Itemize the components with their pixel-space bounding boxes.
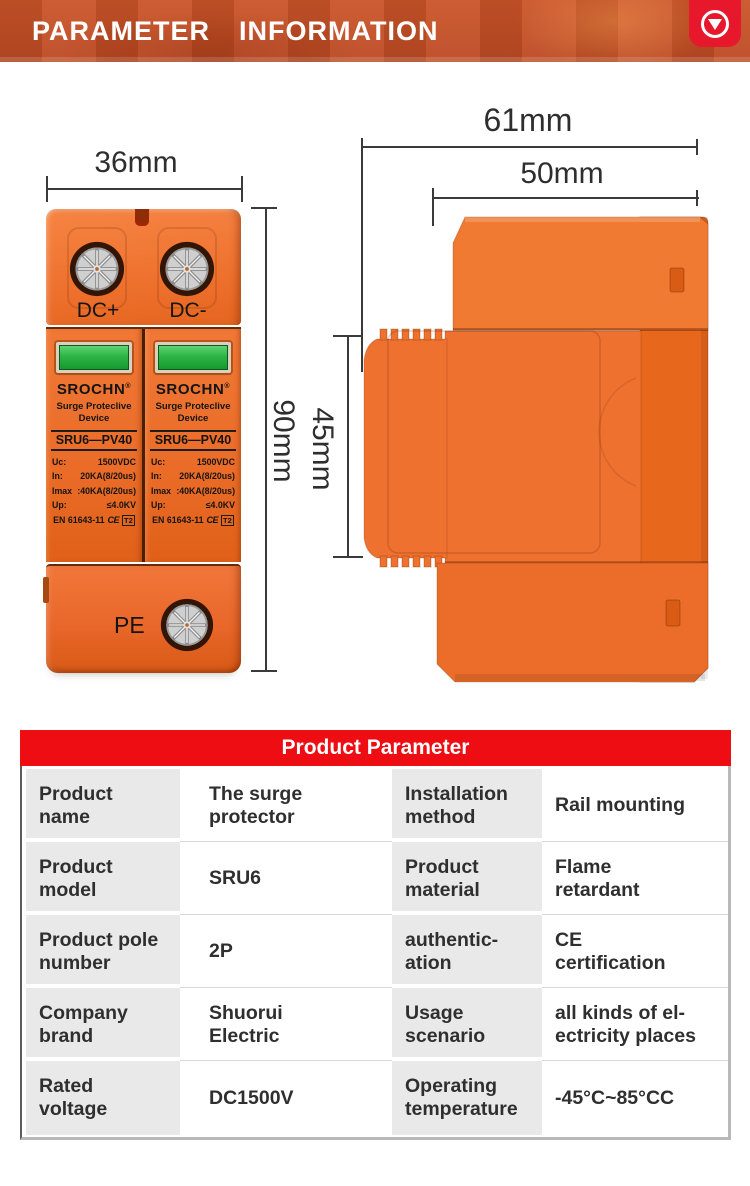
- param-label: Operating temperature: [392, 1061, 542, 1135]
- cert-row: EN 61643-11 CE T2: [53, 514, 135, 526]
- module-subtitle: Surge Proteclive Device: [155, 401, 231, 425]
- param-value: Shuorui Electric: [180, 988, 392, 1061]
- table-row: Rated voltage DC1500V Operating temperat…: [26, 1061, 728, 1135]
- cert-row: EN 61643-11 CE T2: [152, 514, 234, 526]
- parameter-table: Product name The surge protector Install…: [20, 766, 731, 1140]
- param-label: Product material: [392, 842, 542, 915]
- module-model: SRU6—PV40: [51, 429, 137, 451]
- screw-terminal-dc-minus: [159, 241, 215, 297]
- dim-line-61mm: [362, 146, 698, 148]
- param-label: Usage scenario: [392, 988, 542, 1061]
- param-value: DC1500V: [180, 1061, 392, 1135]
- dim-label-61mm: 61mm: [483, 102, 573, 138]
- ground-block-bottom: PE: [43, 564, 241, 673]
- dim-label-50mm: 50mm: [520, 157, 604, 190]
- param-label: Product pole number: [26, 915, 180, 988]
- table-title-bar: Product Parameter: [20, 730, 731, 766]
- section-header-banner: PARAMETER INFORMATION: [0, 0, 750, 62]
- t2-class-box: T2: [122, 514, 135, 526]
- param-value: -45°C~85°CC: [542, 1061, 728, 1135]
- dim-line-36mm: [47, 188, 243, 190]
- table-row: Product pole number 2P authentic- ation …: [26, 915, 728, 988]
- terminal-block-top: DC+ DC-: [46, 209, 241, 325]
- page-title: PARAMETER INFORMATION: [32, 16, 439, 46]
- dim-line-45mm: [347, 336, 349, 558]
- terminal-label-dc-minus: DC-: [169, 299, 207, 322]
- table-row: Product model SRU6 Product material Flam…: [26, 842, 728, 915]
- param-label: Product name: [26, 769, 180, 842]
- terminal-label-dc-plus: DC+: [76, 299, 120, 322]
- status-window: [56, 342, 132, 373]
- param-label: Product model: [26, 842, 180, 915]
- param-value: Rail mounting: [542, 769, 728, 842]
- param-value: The surge protector: [180, 769, 392, 842]
- param-value: Flame retardant: [542, 842, 728, 915]
- surge-protector-front-view: DC+ DC- SROCHN® Surge Proteclive Device …: [43, 207, 241, 673]
- surge-protector-side-view: [330, 200, 730, 705]
- dim-line-50mm: [433, 197, 699, 199]
- param-value: 2P: [180, 915, 392, 988]
- top-notch: [135, 209, 149, 226]
- din-clip-tab: [43, 577, 49, 603]
- brand-logo: SROCHN®: [56, 381, 132, 398]
- table-row: Product name The surge protector Install…: [26, 769, 728, 842]
- module-specs: Uc:1500VDC In:20KA(8/20us) Imax:40KA(8/2…: [151, 456, 235, 511]
- param-label: authentic- ation: [392, 915, 542, 988]
- param-label: Rated voltage: [26, 1061, 180, 1135]
- table-row: Company brand Shuorui Electric Usage sce…: [26, 988, 728, 1061]
- module-section: SROCHN® Surge Proteclive Device SRU6—PV4…: [46, 327, 241, 562]
- dim-label-90mm: 90mm: [267, 399, 300, 483]
- brand-logo: SROCHN®: [155, 381, 231, 398]
- module-subtitle: Surge Proteclive Device: [56, 401, 132, 425]
- module-specs: Uc:1500VDC In:20KA(8/20us) Imax:40KA(8/2…: [52, 456, 136, 511]
- down-arrow-icon: [701, 9, 729, 38]
- dim-label-36mm: 36mm: [94, 146, 178, 179]
- module-model: SRU6—PV40: [150, 429, 236, 451]
- ce-mark: CE: [107, 515, 120, 526]
- param-label: Company brand: [26, 988, 180, 1061]
- spd-module-2: SROCHN® Surge Proteclive Device SRU6—PV4…: [145, 329, 241, 562]
- spd-module-1: SROCHN® Surge Proteclive Device SRU6—PV4…: [46, 329, 142, 562]
- param-value: all kinds of el- ectricity places: [542, 988, 728, 1061]
- screw-terminal-pe: [160, 598, 214, 652]
- scroll-down-badge: [689, 0, 741, 47]
- status-window: [155, 342, 231, 373]
- ce-mark: CE: [206, 515, 219, 526]
- param-value: SRU6: [180, 842, 392, 915]
- terminal-label-pe: PE: [114, 612, 145, 638]
- dim-line-90mm: [265, 208, 267, 672]
- t2-class-box: T2: [221, 514, 234, 526]
- param-label: Installation method: [392, 769, 542, 842]
- param-value: CE certification: [542, 915, 728, 988]
- screw-terminal-dc-plus: [69, 241, 125, 297]
